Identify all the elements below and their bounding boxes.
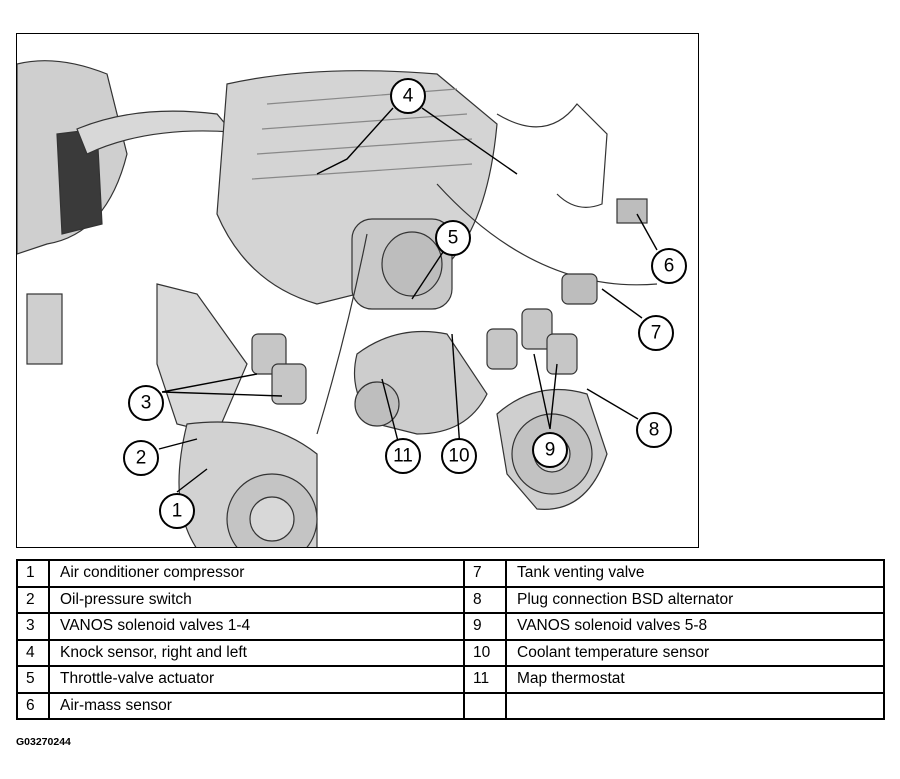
legend-number: 1 [16,559,50,588]
callout-number: 9 [545,440,556,461]
callout-number: 1 [172,501,183,522]
callout-5: 5 [435,220,471,256]
legend-row: 5 Throttle-valve actuator 11 Map thermos… [16,665,885,694]
callout-number: 6 [664,256,675,277]
legend-number: 3 [16,612,50,641]
callout-number: 5 [448,228,459,249]
legend-number: 2 [16,585,50,614]
legend-label: VANOS solenoid valves 1-4 [48,612,465,641]
legend-label: Air conditioner compressor [48,559,465,588]
callout-number: 8 [649,420,660,441]
legend-row: 1 Air conditioner compressor 7 Tank vent… [16,559,885,588]
legend-label: Knock sensor, right and left [48,638,465,667]
callout-10: 10 [441,438,477,474]
legend-label: Map thermostat [505,665,885,694]
callout-8: 8 [636,412,672,448]
legend-number: 9 [463,612,507,641]
legend-table: 1 Air conditioner compressor 7 Tank vent… [16,559,885,720]
legend-row: 3 VANOS solenoid valves 1-4 9 VANOS sole… [16,612,885,641]
callout-number: 4 [403,86,414,107]
callout-2: 2 [123,440,159,476]
legend-label: Plug connection BSD alternator [505,585,885,614]
legend-label [505,691,885,720]
callout-3: 3 [128,385,164,421]
legend-label: Air-mass sensor [48,691,465,720]
leader-lines [158,107,658,493]
legend-row: 4 Knock sensor, right and left 10 Coolan… [16,638,885,667]
legend-label: Tank venting valve [505,559,885,588]
callout-1: 1 [159,493,195,529]
figure-id: G03270244 [16,736,71,748]
callout-number: 2 [136,448,147,469]
legend-number: 4 [16,638,50,667]
legend-label: VANOS solenoid valves 5-8 [505,612,885,641]
legend-label: Throttle-valve actuator [48,665,465,694]
callout-number: 7 [651,323,662,344]
legend-number: 5 [16,665,50,694]
legend-number: 8 [463,585,507,614]
callout-11: 11 [385,438,421,474]
callout-7: 7 [638,315,674,351]
legend-label: Coolant temperature sensor [505,638,885,667]
legend-number: 10 [463,638,507,667]
legend-row: 2 Oil-pressure switch 8 Plug connection … [16,585,885,614]
legend-number: 7 [463,559,507,588]
callout-6: 6 [651,248,687,284]
legend-number: 11 [463,665,507,694]
legend-row: 6 Air-mass sensor [16,691,885,720]
legend-number [463,691,507,720]
callout-number: 3 [141,393,152,414]
callout-number: 10 [448,446,469,467]
engine-illustration [17,60,658,547]
legend-label: Oil-pressure switch [48,585,465,614]
callout-4: 4 [390,78,426,114]
legend-number: 6 [16,691,50,720]
callout-9: 9 [532,432,568,468]
callout-number: 11 [393,446,413,467]
engine-component-diagram: 1 2 3 4 5 6 7 8 9 10 11 [16,33,699,548]
